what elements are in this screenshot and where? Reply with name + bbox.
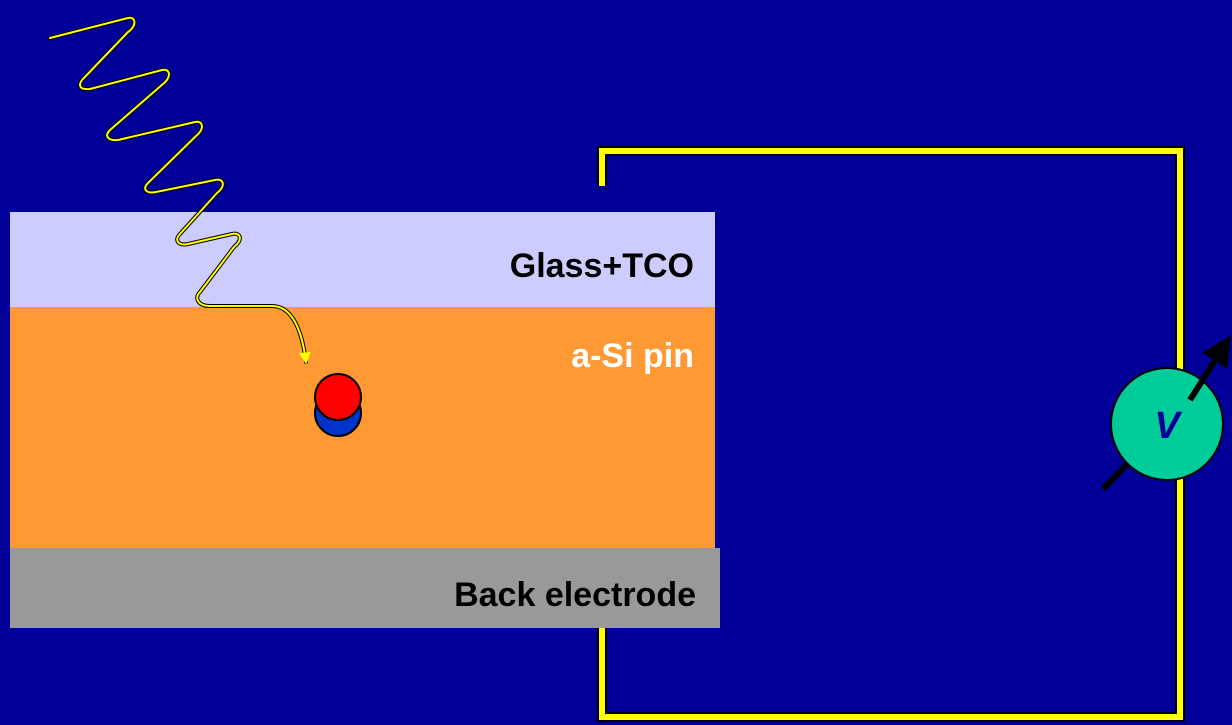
voltmeter: V: [1100, 335, 1231, 492]
glass-tco-label: Glass+TCO: [510, 247, 694, 285]
electron-hole-pair: [314, 373, 362, 437]
glass-tco-layer: [10, 212, 715, 307]
photon-wave-icon: [48, 15, 311, 365]
back-electrode-label: Back electrode: [454, 576, 696, 614]
asi-pin-layer: [10, 307, 715, 548]
back-electrode-layer: [10, 548, 720, 628]
voltmeter-label: V: [1154, 405, 1182, 447]
arrow-icon: [1187, 335, 1231, 402]
electron-particle: [314, 373, 362, 421]
asi-pin-label: a-Si pin: [571, 337, 694, 375]
